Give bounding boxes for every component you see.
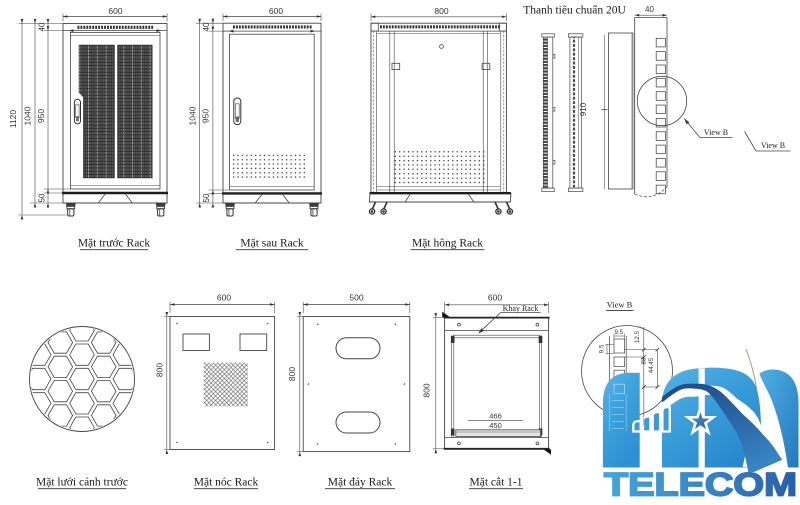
svg-text:Mặt nóc Rack: Mặt nóc Rack <box>194 477 259 489</box>
svg-text:40: 40 <box>38 22 47 31</box>
svg-text:9.5: 9.5 <box>614 329 623 336</box>
svg-text:Thanh tiêu chuẩn 20U: Thanh tiêu chuẩn 20U <box>523 4 626 17</box>
svg-text:88: 88 <box>640 357 647 364</box>
svg-text:800: 800 <box>287 367 297 381</box>
svg-text:View B: View B <box>607 300 633 310</box>
svg-text:800: 800 <box>422 383 432 397</box>
svg-text:View B: View B <box>704 128 728 137</box>
svg-text:44.45: 44.45 <box>648 357 655 373</box>
svg-text:600: 600 <box>108 6 122 16</box>
svg-text:50: 50 <box>38 193 47 202</box>
svg-text:1040: 1040 <box>188 106 198 125</box>
svg-text:1120: 1120 <box>8 110 18 129</box>
svg-text:500: 500 <box>349 293 363 303</box>
svg-text:Mặt hông Rack: Mặt hông Rack <box>412 238 483 250</box>
svg-text:600: 600 <box>269 6 283 16</box>
svg-text:40: 40 <box>202 22 211 31</box>
svg-text:Mặt sau Rack: Mặt sau Rack <box>240 238 303 250</box>
svg-text:40: 40 <box>645 5 654 14</box>
svg-text:1040: 1040 <box>23 106 33 125</box>
svg-text:450: 450 <box>489 421 502 430</box>
svg-text:12.5: 12.5 <box>634 330 641 343</box>
svg-text:Khay Rack: Khay Rack <box>503 304 539 313</box>
svg-text:910: 910 <box>579 102 588 116</box>
svg-text:Mặt trước Rack: Mặt trước Rack <box>78 238 151 250</box>
svg-text:800: 800 <box>434 6 448 16</box>
svg-text:Mặt cắt 1-1: Mặt cắt 1-1 <box>469 476 522 489</box>
svg-text:466: 466 <box>489 411 502 420</box>
svg-text:Mặt lưới cánh trước: Mặt lưới cánh trước <box>36 477 128 489</box>
svg-text:Mặt đáy Rack: Mặt đáy Rack <box>328 477 393 489</box>
svg-text:800: 800 <box>155 363 165 377</box>
svg-text:600: 600 <box>488 293 502 303</box>
svg-text:950: 950 <box>36 109 46 123</box>
svg-text:9.5: 9.5 <box>598 344 605 353</box>
svg-text:View B: View B <box>761 141 785 150</box>
svg-text:950: 950 <box>201 109 211 123</box>
svg-text:50: 50 <box>202 193 211 202</box>
svg-text:600: 600 <box>217 293 231 303</box>
svg-text:TELECOM: TELECOM <box>604 467 797 501</box>
